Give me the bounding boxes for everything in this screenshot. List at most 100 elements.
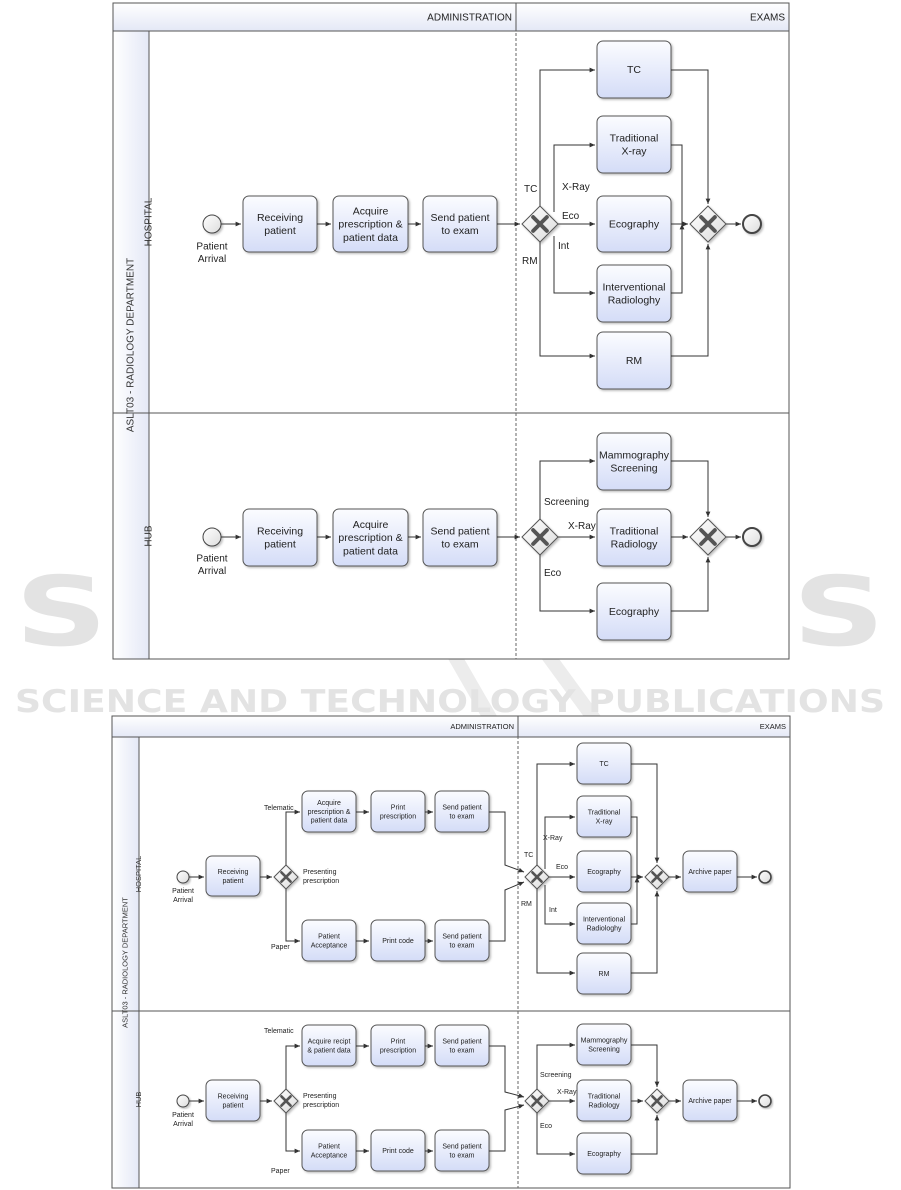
d2-hosp-rm-task[interactable]: RM (576, 952, 632, 995)
d2-hosp-archive-task[interactable]: Archive paper (682, 850, 738, 893)
d1-hub-end-event[interactable] (742, 527, 762, 547)
d2-hub-acquire-task[interactable]: Acquire recipt& patient data (301, 1024, 357, 1067)
d2-hosp-receiving-task-box[interactable] (205, 855, 261, 897)
d2-hosp-start-event[interactable] (176, 870, 190, 884)
d1-hosp-rm-task-box[interactable] (596, 331, 672, 390)
diagram1-lane-hospital: HOSPITAL (144, 197, 155, 246)
d1-hosp-label-rm: RM (522, 256, 538, 267)
d2-hub-ecography-task[interactable]: Ecography (576, 1132, 632, 1175)
diagram1-lane-hub: HUB (144, 525, 155, 546)
d2-hosp-split-gateway-x-icon (531, 871, 543, 883)
d2-hub-flow-mammo-join (631, 1044, 660, 1087)
d1-hosp-tc-task[interactable]: TC (596, 40, 672, 99)
d2-hosp-end-event[interactable] (758, 870, 772, 884)
d2-hosp-tc-task[interactable]: TC (576, 742, 632, 785)
d2-hub-split-gateway[interactable] (524, 1088, 550, 1114)
d2-hosp-ecography-task-label-line: Ecography (587, 869, 621, 876)
d2-hosp-ecography-task-box[interactable] (576, 850, 632, 893)
d2-hosp-print-code-task[interactable]: Print code (370, 919, 426, 962)
d2-hub-end-event[interactable] (758, 1094, 772, 1108)
d1-hosp-end-event[interactable] (742, 214, 762, 234)
d1-hosp-receiving-task-label-line: Receiving (257, 212, 303, 224)
d1-hosp-rm-task-label-line: RM (626, 355, 642, 367)
d1-hub-acquire-task-label-line: patient data (343, 545, 398, 557)
d2-hub-join-gateway[interactable] (644, 1088, 670, 1114)
d1-hosp-ecography-task[interactable]: Ecography (596, 195, 672, 253)
d2-hub-ecography-task-label-line: Ecography (587, 1151, 621, 1158)
d1-hosp-rm-task[interactable]: RM (596, 331, 672, 390)
d2-hub-start-label-line: Arrival (173, 1121, 193, 1128)
d1-hosp-join-gateway[interactable] (689, 205, 727, 243)
diagram2-administration-header: ADMINISTRATION (450, 722, 514, 731)
d1-hub-join-gateway[interactable] (689, 518, 727, 556)
d2-hub-print-presc-task-label-line: prescription (380, 1047, 416, 1054)
diagram1-exams-header: EXAMS (750, 13, 785, 24)
d2-hosp-label-int: Int (549, 907, 557, 914)
d2-hosp-archive-task-box[interactable] (682, 850, 738, 893)
d1-hub-ecography-task[interactable]: Ecography (596, 582, 672, 641)
d2-hub-mammo-task-label-line: Mammography (581, 1038, 628, 1045)
d1-hub-start-event[interactable] (202, 527, 222, 547)
d2-hub-archive-task[interactable]: Archive paper (682, 1079, 738, 1122)
d1-hosp-flow-int-join (671, 224, 685, 294)
watermark-subtitle: SCIENCE AND TECHNOLOGY PUBLICATIONS (15, 684, 885, 720)
d1-hosp-send-task-label-line: Send patient (431, 212, 490, 224)
d1-hub-start-label-line: Arrival (198, 566, 226, 577)
d2-hub-print-code-task[interactable]: Print code (370, 1129, 426, 1172)
d1-hosp-tc-task-label-line: TC (627, 64, 641, 76)
d2-hosp-label-presenting-line: prescription (303, 878, 339, 885)
d2-hosp-flow-rm-join (631, 891, 660, 974)
d2-hub-ecography-task-label: Ecography (587, 1151, 621, 1158)
d2-hosp-ecography-task[interactable]: Ecography (576, 850, 632, 893)
d2-hub-send-top-task-label-line: Send patient (442, 1039, 481, 1046)
d1-hosp-rm-task-label: RM (626, 355, 642, 367)
d2-hosp-label-telematic: Telematic (264, 805, 294, 812)
d2-hub-start-event[interactable] (176, 1094, 190, 1108)
d1-hosp-start-event[interactable] (202, 214, 222, 234)
d2-hosp-join-gateway[interactable] (644, 864, 670, 890)
d2-hub-acquire-task-label-line: Acquire recipt (308, 1039, 351, 1046)
d2-hosp-acquire-task-label-line: prescription & (308, 809, 351, 816)
d1-hub-tradrad-task-label-line: Radiology (611, 539, 658, 551)
d2-hosp-split-gateway[interactable] (524, 864, 550, 890)
d2-hub-tradrad-task-label-line: Radiology (588, 1102, 620, 1109)
d1-hosp-tc-task-label: TC (627, 64, 641, 76)
d2-hub-channel-gateway[interactable] (273, 1088, 299, 1114)
d2-hub-print-presc-task-label-line: Print (391, 1039, 405, 1046)
d2-hosp-channel-gateway[interactable] (273, 864, 299, 890)
d1-hosp-acquire-task-label-line: Acquire (353, 206, 389, 218)
d2-hosp-rm-task-label-line: RM (599, 971, 610, 978)
d2-hosp-label-tc: TC (524, 852, 533, 859)
